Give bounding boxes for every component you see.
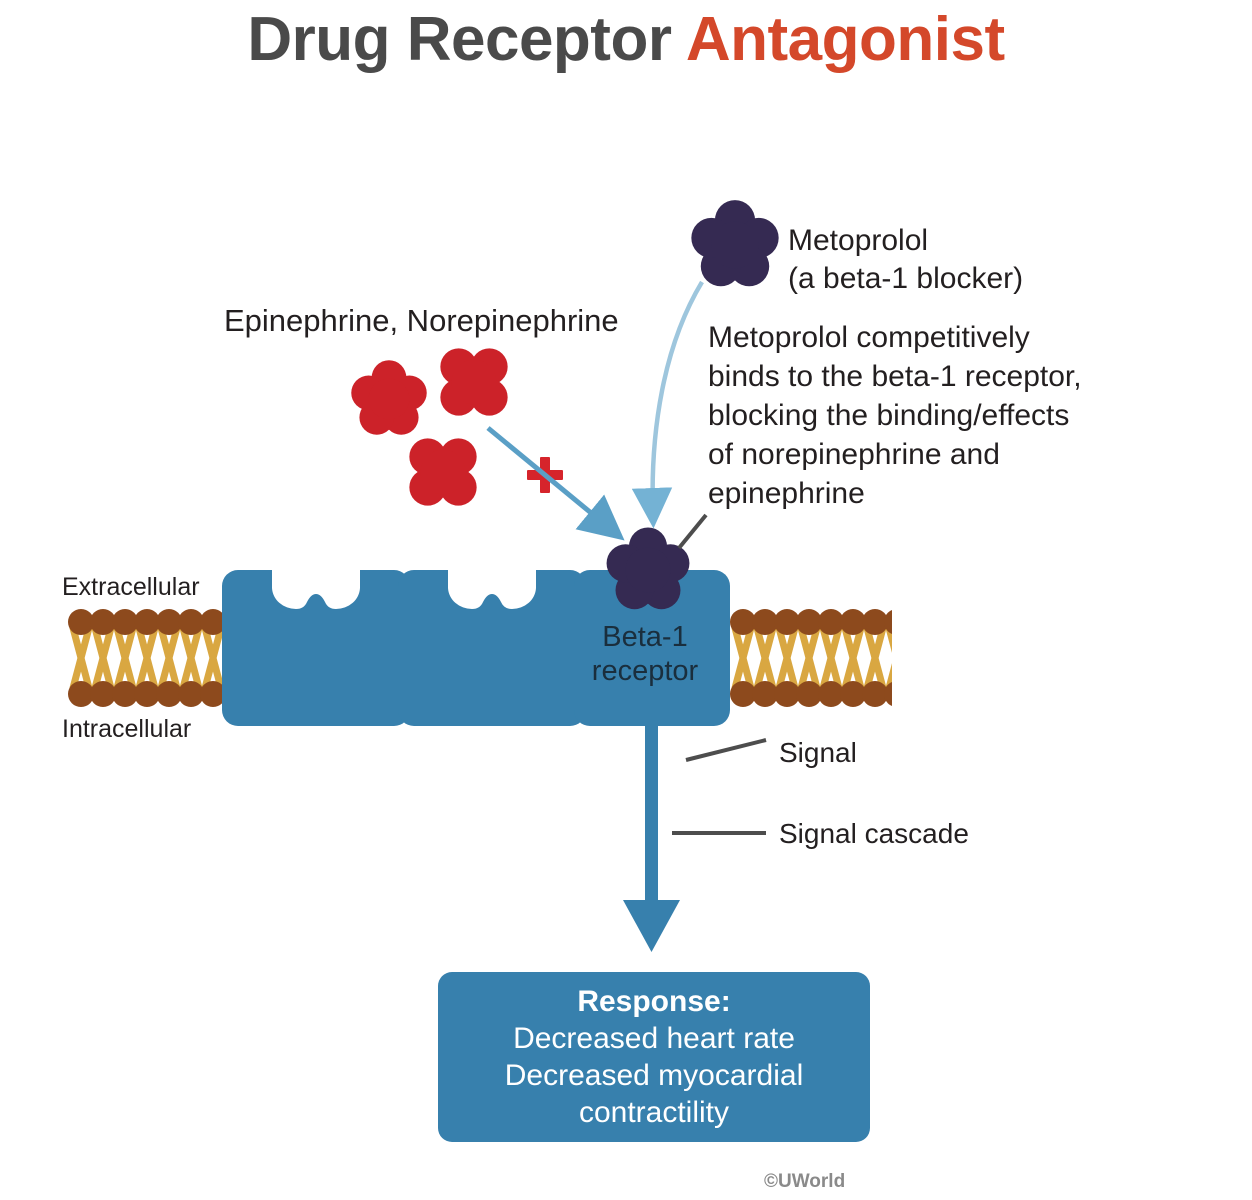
leader-line-signal xyxy=(685,738,767,762)
response-line-1: Decreased heart rate xyxy=(513,1021,795,1055)
leader-line-antagonist xyxy=(677,513,708,550)
ligand-binding-arrow xyxy=(486,426,625,541)
label-metoprolol-sub: (a beta-1 blocker) xyxy=(788,262,1024,296)
receptor-beta-1 xyxy=(574,570,730,726)
label-signal-cascade: Signal cascade xyxy=(779,818,969,849)
ligand-epinephrine-2 xyxy=(440,348,508,416)
label-signal: Signal xyxy=(779,737,857,768)
lipid-bilayer-segment xyxy=(68,609,222,707)
title-main: Drug Receptor xyxy=(247,5,686,74)
label-beta-1-receptor: Beta-1 receptor xyxy=(591,621,699,688)
signal-cascade-arrow xyxy=(623,722,680,952)
label-epinephrine: Epinephrine, Norepinephrine xyxy=(224,303,619,338)
receptor-empty-2 xyxy=(398,570,586,726)
metoprolol-bound-molecule xyxy=(606,527,690,610)
response-box: Response: Decreased heart rate Decreased… xyxy=(438,972,870,1142)
response-line-2: Decreased myocardial xyxy=(504,1059,804,1092)
response-heading: Response: xyxy=(577,984,731,1018)
label-metoprolol-name: Metoprolol xyxy=(788,224,929,257)
receptor-empty-1 xyxy=(222,570,410,726)
label-intracellular: Intracellular xyxy=(62,715,192,743)
membrane-layer xyxy=(68,609,892,707)
ligand-epinephrine-3 xyxy=(409,438,477,506)
paragraph-metoprolol-mechanism: Metoprolol competitively binds to the be… xyxy=(708,321,1082,510)
lipid-bilayer-segment xyxy=(730,609,892,707)
title-accent: Antagonist xyxy=(685,5,1005,74)
watermark-uworld: ©UWorld xyxy=(764,1171,846,1192)
label-metoprolol-block: Metoprolol (a beta-1 blocker) xyxy=(788,222,1023,299)
metoprolol-free-molecule xyxy=(691,200,779,287)
page-title: Drug Receptor Antagonist xyxy=(0,4,1252,75)
label-extracellular: Extracellular xyxy=(62,573,200,601)
ligand-epinephrine-1 xyxy=(351,360,427,435)
metoprolol-binding-arrow xyxy=(631,280,704,529)
response-line-3: contractility xyxy=(578,1096,730,1130)
